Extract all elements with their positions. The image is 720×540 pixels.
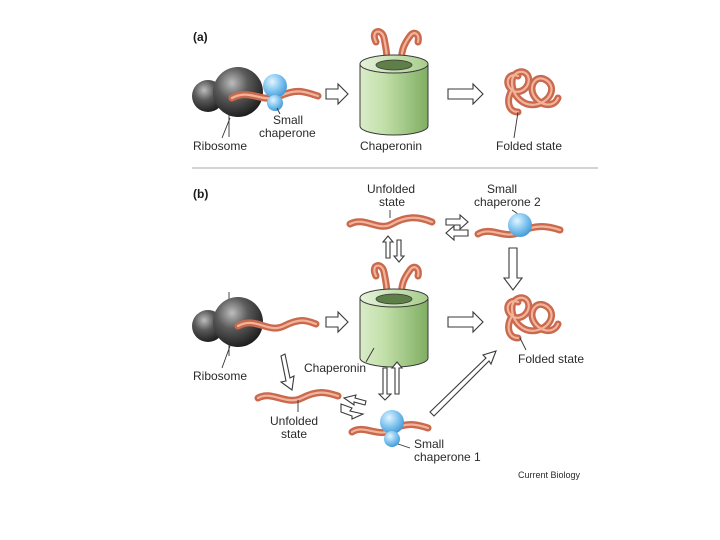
panel-b-small-chaperone-2 [508, 213, 532, 237]
panel-b-arrow-ribosome-to-unfolded [279, 353, 295, 391]
panel-a-chaperone-leader [276, 107, 281, 115]
panel-b-unfolded-bottom-label-line1: Unfolded [270, 414, 318, 428]
panel-b-small-chaperone1-label-line2: chaperone 1 [414, 450, 481, 464]
panel-b-small-chaperone-1 [380, 410, 404, 447]
panel-b-arrow-unfolded-to-chaperone1 [340, 403, 365, 420]
panel-b-arrow-to-chaperonin [325, 310, 349, 334]
panel-b-arrow-chaperone1-to-unfolded [342, 394, 367, 407]
panel-b-small-chaperone2-label-line2: chaperone 2 [474, 195, 541, 209]
panel-a-small-chaperone-label-line1: Small [273, 113, 303, 127]
panel-b-unfolded-chain-top [346, 214, 436, 230]
panel-b-ribosome [192, 292, 263, 356]
panel-a-arrow-to-chaperonin [325, 82, 349, 106]
panel-b-arrow-to-folded [447, 310, 484, 334]
panel-a-small-chaperone [263, 74, 287, 111]
panel-b-unfolded-chain-bottom [254, 389, 342, 404]
panel-a-chaperonin [359, 28, 429, 136]
panel-a-small-chaperone-label-line2: chaperone [259, 126, 316, 140]
panel-b-small-chaperone1-label-line1: Small [414, 437, 444, 451]
panel-b-folded-leader [519, 337, 527, 351]
panel-b-arrow-to-chaperone2 [445, 213, 469, 231]
panel-a-ribosome [192, 67, 263, 137]
panel-b-chaperone2-leader [511, 209, 519, 215]
panel-b-unfolded-top-label-line1: Unfolded [367, 182, 415, 196]
panel-b-arrow-from-chaperone2 [445, 224, 469, 242]
panel-a-ribosome-label: Ribosome [193, 139, 247, 153]
panel-b-arrow-chaperone2-to-folded [502, 247, 524, 291]
panel-a-arrow-to-folded [447, 82, 484, 106]
panel-b-chaperonin [359, 262, 429, 368]
panel-b-unfolded-bottom-label-line2: state [281, 427, 307, 441]
panel-b-chaperone1-leader [397, 443, 411, 449]
panel-b-chaperonin-label: Chaperonin [304, 361, 366, 375]
panel-b-arrow-down-to-chaperone1 [377, 367, 393, 401]
panel-a-folded-state-label: Folded state [496, 139, 562, 153]
panel-b-arrow-down-from-unfolded [392, 239, 406, 263]
panel-a-label: (a) [193, 30, 208, 44]
panel-a-folded-protein [504, 68, 562, 116]
panel-b-chaperonin-leader [365, 347, 375, 363]
panel-b-arrow-chaperone1-to-folded [429, 350, 497, 417]
panel-b-unfolded-top-label-line2: state [379, 195, 405, 209]
panel-b-small-chaperone2-label-line1: Small [487, 182, 517, 196]
panel-a-folded-leader [513, 111, 519, 139]
panel-b-arrow-up-to-unfolded [381, 235, 395, 259]
panel-b-arrow-up-to-chaperonin [390, 361, 404, 395]
ribosome-b-large-subunit [213, 297, 263, 347]
panel-b-ribosome-label: Ribosome [193, 369, 247, 383]
panel-b-nascent-chain [234, 317, 320, 332]
panel-b-folded-state-label: Folded state [518, 352, 584, 366]
panel-b-label: (b) [193, 187, 208, 201]
panel-b-folded-protein [504, 294, 562, 342]
panel-a-chaperonin-label: Chaperonin [360, 139, 422, 153]
panel-a-ribosome-leader [221, 117, 231, 139]
panel-b-ribosome-leader [221, 345, 231, 369]
figure-credit: Current Biology [518, 470, 581, 480]
